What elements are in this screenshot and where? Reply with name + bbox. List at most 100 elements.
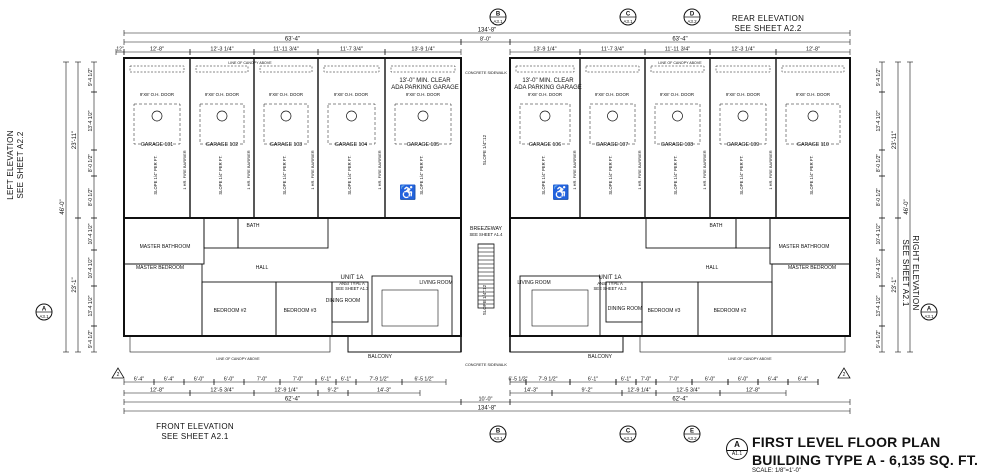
master-bath-label: MASTER BATHROOM bbox=[779, 244, 830, 250]
front-elevation-line1: FRONT ELEVATION bbox=[156, 422, 234, 431]
door-tag-label: 9'X8' O.H. DOOR bbox=[334, 92, 368, 97]
right-unit-wing bbox=[509, 217, 851, 337]
garage-door-swing bbox=[785, 103, 841, 145]
garage-door-swing bbox=[519, 103, 571, 145]
fire-barrier-note: 1 HR. FIRE BARRIER bbox=[702, 150, 707, 189]
slope-note: SLOPE 1/4" PER FT. bbox=[541, 155, 546, 194]
dim-label: 9'-4 1/2" bbox=[88, 68, 94, 87]
bath-room bbox=[203, 217, 239, 249]
canopy-line bbox=[585, 65, 640, 73]
dim-label: 13'-4 1/2" bbox=[88, 110, 94, 131]
accessible-parking-icon: ♿ bbox=[552, 184, 569, 201]
door-tag-label: 9'X8' O.H. DOOR bbox=[595, 92, 629, 97]
door-tag-label: 9'X8' O.H. DOOR bbox=[796, 92, 830, 97]
dim-label: 63'-4" bbox=[285, 37, 300, 43]
dim-label: 12'-8" bbox=[806, 47, 820, 53]
stair-run bbox=[477, 243, 495, 309]
fire-barrier-note: 1 HR. FIRE BARRIER bbox=[637, 150, 642, 189]
dining-room bbox=[331, 281, 369, 323]
canopy-line bbox=[259, 65, 313, 73]
dim-label: 14'-3" bbox=[524, 388, 538, 394]
garage-label: GARAGE 101 bbox=[141, 142, 173, 148]
dim-label: 12'-9 1/4" bbox=[627, 388, 650, 394]
title-block: A A1.1 FIRST LEVEL FLOOR PLAN BUILDING T… bbox=[724, 432, 982, 474]
canopy-line bbox=[323, 65, 380, 73]
balcony-label: BALCONY bbox=[588, 354, 613, 360]
door-tag-label: 9'X8' O.H. DOOR bbox=[269, 92, 303, 97]
dim-label: 7'-0" bbox=[257, 377, 267, 383]
garage-door-swing bbox=[719, 103, 767, 145]
dim-label: 6'-0" bbox=[705, 377, 715, 383]
front-elevation-line2: SEE SHEET A2.1 bbox=[161, 432, 229, 441]
slope-note: SLOPE 1/4" PER FT. bbox=[347, 155, 352, 194]
dim-label: 11'-7 3/4" bbox=[601, 47, 624, 53]
dim-label: 9'-2" bbox=[328, 388, 339, 394]
section-marker-right-letter: A bbox=[927, 307, 932, 313]
canopy-label: LINE OF CANOPY ABOVE bbox=[728, 357, 772, 361]
rear-elevation-line2: SEE SHEET A2.2 bbox=[734, 24, 802, 33]
dim-label: 46'-0" bbox=[60, 199, 66, 214]
dim-label: 6'-1" bbox=[321, 377, 331, 383]
dim-label: 8'-0" bbox=[480, 37, 491, 43]
rear-elevation-line1: REAR ELEVATION bbox=[731, 14, 805, 23]
canopy-line bbox=[715, 65, 771, 73]
master-bath-label: MASTER BATHROOM bbox=[140, 244, 191, 250]
dim-label: 11'-11 3/4" bbox=[665, 47, 690, 53]
dim-label: 6'-0" bbox=[738, 377, 748, 383]
right-balcony bbox=[509, 335, 624, 353]
drawing-scale: SCALE: 1/8"=1'-0" bbox=[752, 468, 801, 474]
dim-label: 12'-8" bbox=[150, 388, 164, 394]
dim-label: 6'-5 1/2" bbox=[415, 377, 434, 383]
drawing-number-bubble: A A1.1 bbox=[726, 438, 748, 460]
hall-label: HALL bbox=[706, 265, 719, 271]
door-tag-circle bbox=[737, 110, 749, 122]
fire-barrier-note: 1 HR. FIRE BARRIER bbox=[377, 150, 382, 189]
bedroom-3-label: BEDROOM #3 bbox=[284, 308, 317, 314]
ada-note: ADA PARKING GARAGE bbox=[514, 85, 582, 91]
revision-letter: 2 bbox=[843, 372, 846, 378]
door-tag-label: 9'X8' O.H. DOOR bbox=[726, 92, 760, 97]
dim-label: 12'-5 3/4" bbox=[676, 388, 699, 394]
canopy-line bbox=[515, 65, 575, 73]
unit-label: UNIT 1A bbox=[599, 275, 622, 281]
garage-label: GARAGE 108 bbox=[661, 142, 693, 148]
dim-label: 6'-4" bbox=[134, 377, 144, 383]
garage-door-swing bbox=[199, 103, 245, 145]
dim-label: 12" bbox=[116, 47, 124, 53]
door-tag-circle bbox=[151, 110, 163, 122]
canopy-line bbox=[650, 65, 705, 73]
dim-label: 12'-8" bbox=[746, 388, 760, 394]
dim-label: 12'-3 1/4" bbox=[210, 47, 233, 53]
dining-room bbox=[605, 281, 643, 323]
dim-label: 10'-0" bbox=[478, 397, 492, 403]
garage-label: GARAGE 110 bbox=[797, 142, 829, 148]
section-markers: BA3.1CA3.1DA3.2BA3.1CA3.1EA3.2AA3.1AA3.1… bbox=[35, 8, 938, 443]
dim-label: 6'-4" bbox=[164, 377, 174, 383]
canopy-label: LINE OF CANOPY ABOVE bbox=[216, 357, 260, 361]
dim-label: 13'-4 1/2" bbox=[876, 295, 882, 316]
dim-label: 23'-1" bbox=[72, 277, 78, 292]
dim-label: 9'-2" bbox=[582, 388, 593, 394]
garage-door-swing bbox=[589, 103, 636, 145]
dim-label: 13'-4 1/2" bbox=[876, 110, 882, 131]
slope-note: SLOPE 1/4" PER FT. bbox=[218, 155, 223, 194]
grid-marker-top-letter: C bbox=[626, 12, 631, 18]
dim-label: 8'-0 1/2" bbox=[876, 188, 882, 207]
section-marker-left-sheet: A3.1 bbox=[39, 314, 49, 319]
bath-label: BATH bbox=[247, 223, 260, 229]
grid-marker-bottom-sheet: A3.1 bbox=[623, 436, 633, 441]
left-elevation-note: LEFT ELEVATION SEE SHEET A2.2 bbox=[6, 120, 26, 210]
slope-note: SLOPE 1/4" PER FT. bbox=[809, 155, 814, 194]
hall-label: HALL bbox=[256, 265, 269, 271]
unit-sublabel: SEE SHEET A1.3 bbox=[594, 286, 628, 291]
rear-elevation-note: REAR ELEVATION SEE SHEET A2.2 bbox=[728, 14, 808, 34]
master-bedroom-room bbox=[123, 263, 203, 337]
slope-note: SLOPE 1/4" PER FT. bbox=[608, 155, 613, 194]
garage-door-swing bbox=[133, 103, 181, 145]
dim-label: 13'-9 1/4" bbox=[533, 47, 556, 53]
breezeway-sublabel: SEE SHEET A1.4 bbox=[470, 232, 504, 237]
door-tag-circle bbox=[280, 110, 292, 122]
dim-label: 6'-5 1/2" bbox=[509, 377, 528, 383]
dim-label: 7'-9 1/2" bbox=[539, 377, 558, 383]
